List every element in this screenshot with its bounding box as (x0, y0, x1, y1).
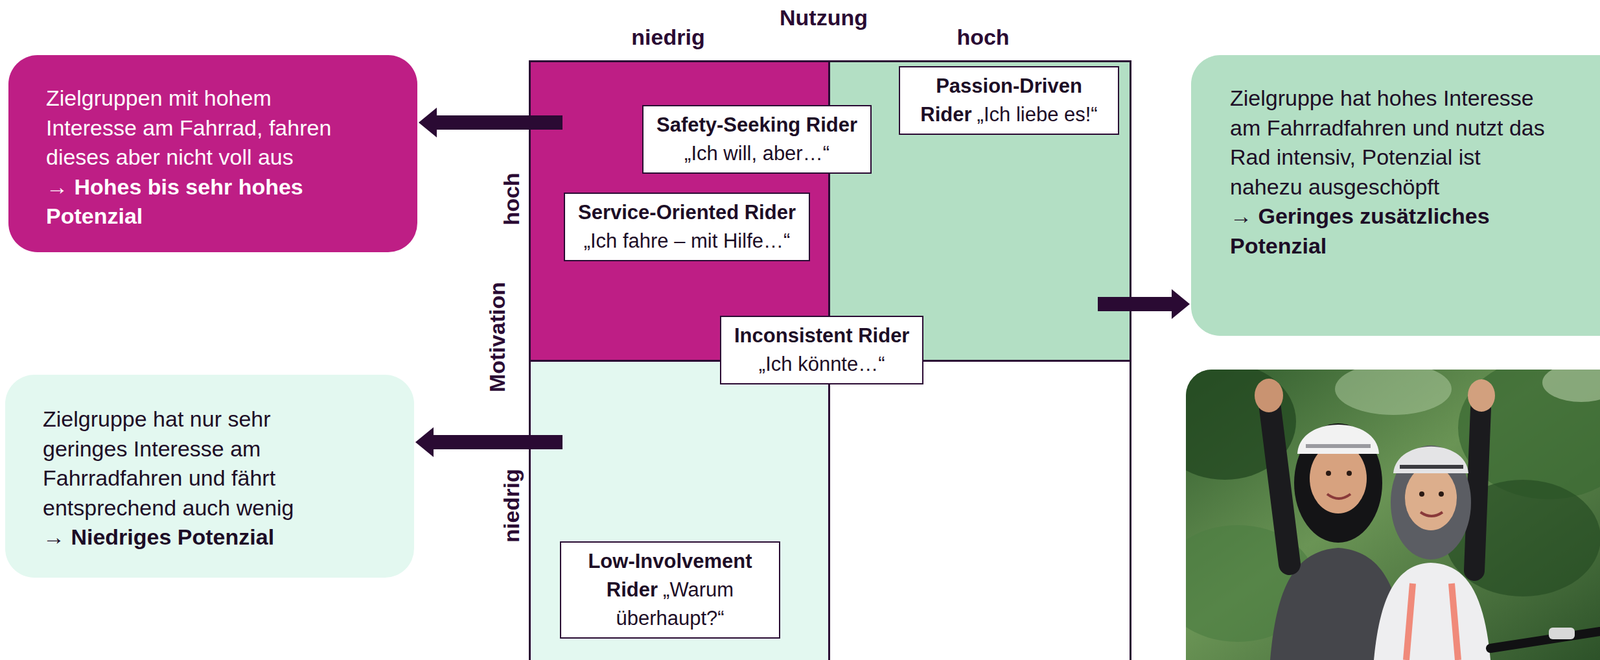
segment-name: Service-Oriented Rider (578, 198, 796, 227)
segment-box: Service-Oriented Rider„Ich fahre – mit H… (563, 192, 811, 262)
segment-quote: „Ich will, aber…“ (656, 139, 858, 168)
pointer-arrow (418, 107, 563, 138)
axis-value: niedrig (498, 468, 525, 542)
segment-name: Inconsistent Rider (734, 321, 910, 350)
segment-box: Low-Involvement Rider„Warum überhaupt?“ (559, 541, 781, 639)
callout-text: Zielgruppen mit hohem Interesse am Fahrr… (46, 83, 358, 173)
potential-text: → Hohes bis sehr hohes Potenzial (46, 172, 358, 232)
pointer-arrow (415, 427, 563, 457)
cyclists-photo (1185, 369, 1600, 660)
pointer-arrow (1097, 289, 1190, 319)
axis-title: Nutzung (779, 4, 868, 32)
segment-box: Passion-Driven Rider„Ich liebe es!“ (898, 66, 1120, 135)
callout-box: Zielgruppe hat hohes Interesse am Fahrra… (1191, 55, 1600, 336)
potential-text: → Niedriges Potenzial (42, 522, 350, 553)
segment-quote: „Ich könnte…“ (734, 349, 910, 379)
segment-quote: „Ich liebe es!“ (977, 103, 1098, 126)
segment-quote: „Ich fahre – mit Hilfe…“ (578, 226, 796, 256)
callout-text: Zielgruppe hat hohes Interesse am Fahrra… (1229, 83, 1549, 202)
callout-box: Zielgruppe hat nur sehr geringes Interes… (5, 374, 415, 578)
axis-value: hoch (956, 23, 1009, 51)
segment-box: Inconsistent Rider„Ich könnte…“ (719, 315, 924, 385)
callout-box: Zielgruppen mit hohem Interesse am Fahrr… (8, 55, 418, 253)
segment-box: Safety-Seeking Rider„Ich will, aber…“ (642, 104, 872, 174)
axis-value: hoch (498, 172, 525, 225)
axis-value: niedrig (631, 23, 705, 51)
axis-title: Motivation (484, 281, 511, 393)
quadrant-low-motivation-high-use (828, 360, 1130, 660)
potential-text: → Geringes zusätzliches Potenzial (1229, 201, 1549, 261)
segment-name: Safety-Seeking Rider (656, 110, 858, 140)
callout-text: Zielgruppe hat nur sehr geringes Interes… (42, 404, 350, 523)
